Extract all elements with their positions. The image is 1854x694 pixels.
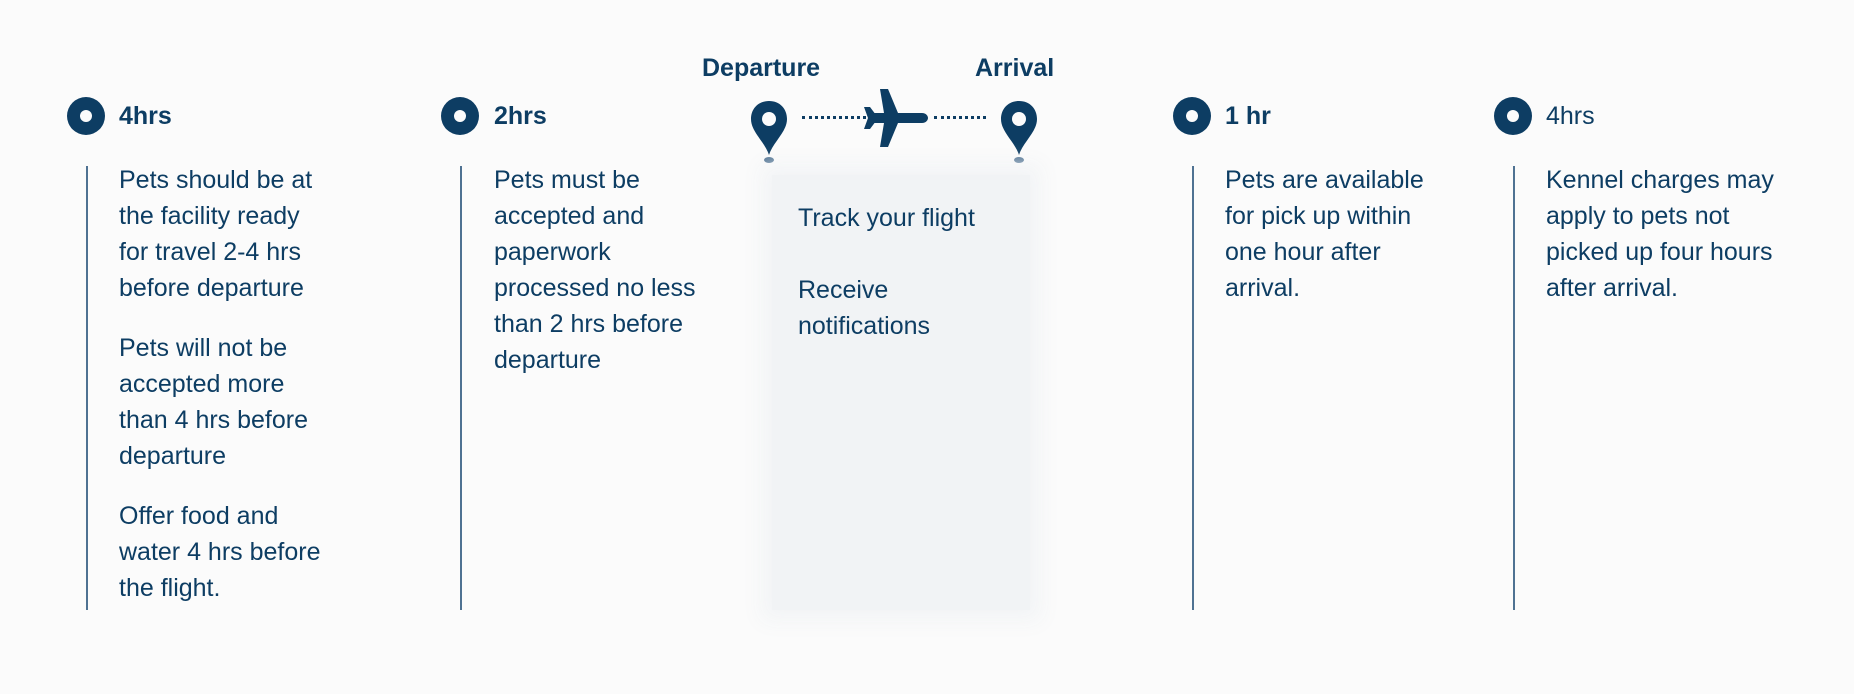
flight-path-right: [934, 116, 986, 119]
step-notes: Pets are available for pick up within on…: [1225, 162, 1450, 330]
step-note: Kennel charges may apply to pets not pic…: [1546, 166, 1774, 302]
step-divider: [86, 166, 88, 610]
departure-label: Departure: [702, 54, 821, 82]
step-notes: Pets must be accepted and paperwork proc…: [494, 162, 709, 402]
step-divider: [460, 166, 462, 610]
step-marker-icon: [441, 97, 479, 135]
step-title: 1 hr: [1225, 102, 1271, 130]
step-title: 4hrs: [119, 102, 172, 130]
receive-notifications-text: Receive notifications: [798, 276, 931, 340]
step-note: Pets should be at the facility ready for…: [119, 166, 313, 302]
step-note: Pets are available for pick up within on…: [1225, 166, 1424, 302]
step-notes: Kennel charges may apply to pets not pic…: [1546, 162, 1786, 330]
step-title: 4hrs: [1546, 102, 1595, 130]
flight-info-card: Track your flight Receive notifications: [772, 175, 1030, 610]
step-note: Pets will not be accepted more than 4 hr…: [119, 334, 309, 470]
map-pin-icon: [1001, 101, 1037, 163]
step-marker-icon: [67, 97, 105, 135]
step-divider: [1192, 166, 1194, 610]
step-note: Pets must be accepted and paperwork proc…: [494, 166, 696, 374]
flight-path-left: [802, 116, 866, 119]
step-note: Offer food and water 4 hrs before the fl…: [119, 502, 321, 602]
track-flight-text: Track your flight: [798, 204, 975, 232]
step-marker-icon: [1494, 97, 1532, 135]
step-notes: Pets should be at the facility ready for…: [119, 162, 334, 630]
step-divider: [1513, 166, 1515, 610]
map-pin-icon: [751, 101, 787, 163]
step-marker-icon: [1173, 97, 1211, 135]
step-title: 2hrs: [494, 102, 547, 130]
arrival-label: Arrival: [975, 54, 1055, 82]
airplane-icon: [864, 89, 928, 147]
